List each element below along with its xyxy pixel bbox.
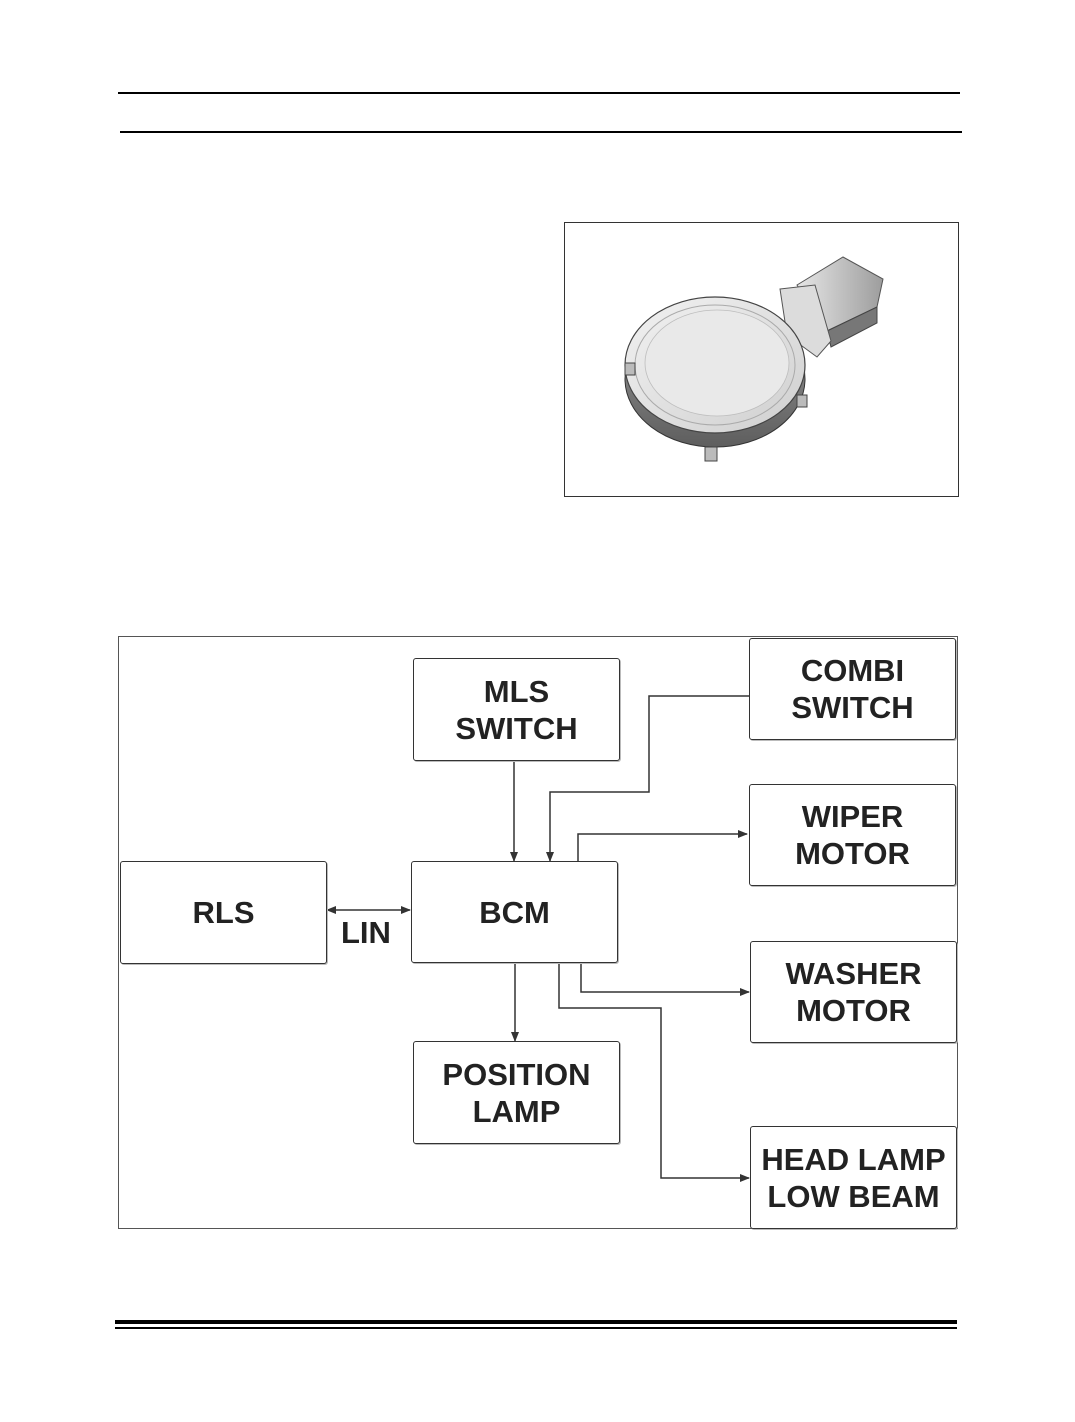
node-wiper-motor-label: WIPER MOTOR <box>795 799 910 871</box>
node-rls: RLS <box>120 861 327 964</box>
header-rule-bottom <box>120 131 962 133</box>
footer-rule-thin <box>115 1327 957 1329</box>
block-diagram-frame: MLS SWITCH COMBI SWITCH WIPER MOTOR RLS … <box>118 636 958 1229</box>
footer-rule-thick <box>115 1320 957 1324</box>
connection-lines <box>326 695 750 1182</box>
node-combi-switch: COMBI SWITCH <box>749 638 956 740</box>
node-position-lamp-label: POSITION LAMP <box>442 1056 591 1129</box>
node-mls-switch: MLS SWITCH <box>413 658 620 761</box>
node-mls-switch-label: MLS SWITCH <box>455 673 578 746</box>
node-combi-switch-label: COMBI SWITCH <box>791 653 914 725</box>
node-washer-motor-label: WASHER MOTOR <box>785 956 922 1028</box>
node-rls-label: RLS <box>192 895 255 930</box>
rain-light-sensor-image <box>624 256 884 462</box>
node-head-lamp-low-beam-label: HEAD LAMP LOW BEAM <box>761 1141 946 1214</box>
node-bcm-label: BCM <box>479 894 550 930</box>
header-rule-top <box>118 92 960 94</box>
node-bcm: BCM <box>411 861 618 963</box>
node-washer-motor: WASHER MOTOR <box>750 941 957 1043</box>
sensor-illustration-frame <box>564 222 959 497</box>
node-position-lamp: POSITION LAMP <box>413 1041 620 1144</box>
edge-bcm-to-headlamp <box>558 963 750 1182</box>
edge-bcm-to-washer <box>580 963 750 996</box>
edge-combi-to-bcm <box>546 695 749 862</box>
node-wiper-motor: WIPER MOTOR <box>749 784 956 886</box>
edge-bcm-to-wiper <box>577 830 748 861</box>
edge-label-lin: LIN <box>341 915 391 950</box>
node-head-lamp-low-beam: HEAD LAMP LOW BEAM <box>750 1126 957 1229</box>
